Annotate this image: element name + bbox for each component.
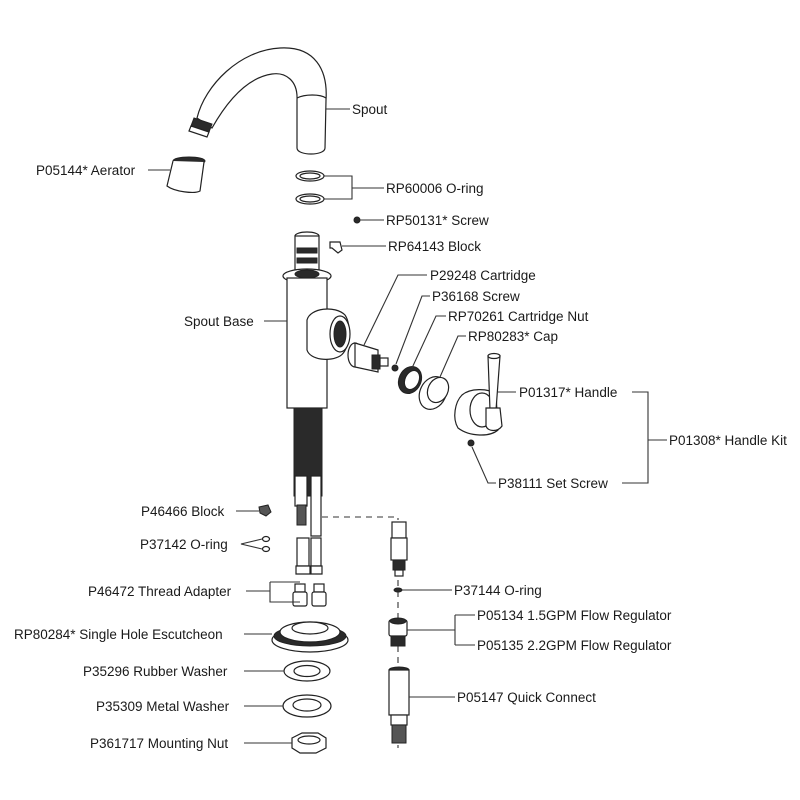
label-flow-reg-22: P05135 2.2GPM Flow Regulator bbox=[477, 638, 672, 653]
leader-set-screw bbox=[471, 446, 496, 484]
label-flow-reg-15: P05134 1.5GPM Flow Regulator bbox=[477, 608, 672, 623]
label-spout-base: Spout Base bbox=[184, 314, 254, 329]
escutcheon-part bbox=[271, 621, 349, 653]
leader-flow-regulator bbox=[407, 614, 475, 646]
label-block-lower: P46466 Block bbox=[141, 504, 225, 519]
label-oring-hose: P37144 O-ring bbox=[454, 583, 542, 598]
leader-cap bbox=[439, 335, 466, 378]
label-quick-connect: P05147 Quick Connect bbox=[457, 690, 596, 705]
handle-part bbox=[454, 352, 503, 436]
leader-cartridge-nut bbox=[411, 315, 446, 369]
hose-connection-dashed bbox=[322, 516, 399, 520]
label-set-screw: P38111 Set Screw bbox=[498, 476, 608, 491]
leader-cartridge bbox=[363, 274, 427, 346]
label-block-top: RP64143 Block bbox=[388, 239, 481, 254]
spout-part bbox=[188, 47, 327, 155]
label-metal-washer: P35309 Metal Washer bbox=[96, 699, 230, 714]
flow-regulator-part bbox=[388, 617, 408, 647]
screw-top-part bbox=[353, 216, 361, 224]
label-aerator: P05144* Aerator bbox=[36, 163, 136, 178]
label-oring-lower: P37142 O-ring bbox=[140, 537, 228, 552]
spout-base-part bbox=[282, 231, 351, 575]
label-cartridge-nut: RP70261 Cartridge Nut bbox=[448, 309, 589, 324]
mounting-nut-part bbox=[291, 732, 327, 754]
label-mounting-nut: P361717 Mounting Nut bbox=[90, 736, 228, 751]
label-spout: Spout bbox=[352, 102, 388, 117]
quick-connect-part bbox=[388, 666, 410, 744]
thread-adapter-part bbox=[292, 583, 327, 607]
leader-thread-adapter bbox=[246, 581, 300, 603]
label-rubber-washer: P35296 Rubber Washer bbox=[83, 664, 228, 679]
label-oring-spout: RP60006 O-ring bbox=[386, 181, 484, 196]
cartridge-nut-part bbox=[397, 365, 423, 395]
cartridge-part bbox=[347, 342, 389, 373]
oring-hose-part bbox=[393, 587, 403, 593]
screw-cartridge-part bbox=[391, 364, 399, 372]
hose-fitting-part bbox=[390, 521, 408, 577]
oring-spout-part bbox=[295, 170, 325, 205]
block-top-part bbox=[329, 241, 343, 254]
metal-washer-part bbox=[282, 694, 332, 718]
oring-lower-part bbox=[261, 535, 271, 553]
leader-oring-lower bbox=[240, 538, 263, 550]
label-screw-cartridge: P36168 Screw bbox=[432, 289, 520, 304]
label-cap: RP80283* Cap bbox=[468, 329, 558, 344]
label-handle-kit: P01308* Handle Kit bbox=[669, 433, 787, 448]
label-screw-top: RP50131* Screw bbox=[386, 213, 489, 228]
cap-part bbox=[418, 376, 450, 410]
aerator-part bbox=[166, 156, 206, 193]
leader-oring-spout bbox=[324, 175, 384, 200]
set-screw-part bbox=[467, 439, 475, 447]
rubber-washer-part bbox=[283, 660, 331, 682]
leader-screw-cartridge bbox=[395, 295, 430, 365]
label-thread-adapter: P46472 Thread Adapter bbox=[88, 584, 232, 599]
block-lower-part bbox=[258, 504, 272, 517]
leader-handle-kit bbox=[622, 391, 667, 484]
label-cartridge: P29248 Cartridge bbox=[430, 268, 536, 283]
label-handle: P01317* Handle bbox=[519, 385, 617, 400]
label-escutcheon: RP80284* Single Hole Escutcheon bbox=[14, 627, 223, 642]
